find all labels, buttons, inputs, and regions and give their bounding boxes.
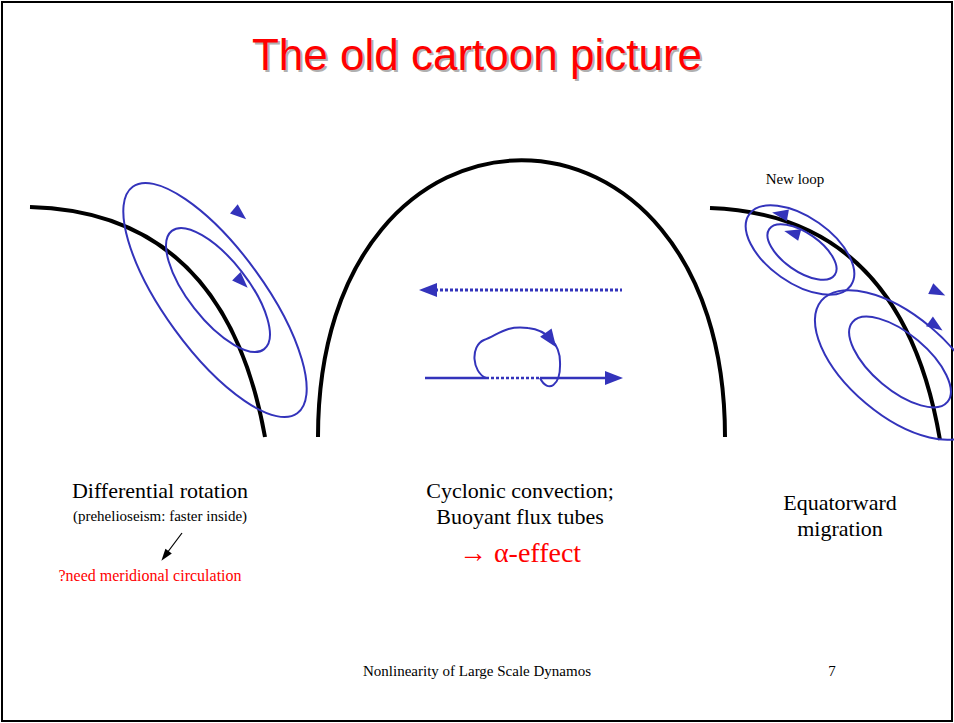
footer-text: Nonlinearity of Large Scale Dynamos xyxy=(363,662,591,680)
field-loop xyxy=(835,301,954,424)
new-field-loop xyxy=(758,213,845,290)
page-number: 7 xyxy=(828,662,836,680)
caption-note: (prehelioseism: faster inside) xyxy=(73,507,247,525)
slide-title: The old cartoon picture xyxy=(252,30,702,80)
arrowhead xyxy=(605,371,623,385)
loop-label: New loop xyxy=(766,170,825,188)
arrowhead xyxy=(419,283,437,297)
effect-label: → α-effect xyxy=(459,536,581,570)
sun-surface-arc xyxy=(30,207,265,437)
panel-caption: Cyclonic convection; Buoyant flux tubes xyxy=(408,478,633,531)
pointer-line xyxy=(167,533,182,553)
new-field-loop xyxy=(730,187,869,312)
sun-surface-arc xyxy=(710,208,940,440)
arrowhead xyxy=(783,225,802,241)
arrowhead xyxy=(926,316,946,335)
arrowhead xyxy=(928,283,948,301)
field-line xyxy=(425,377,486,380)
arrowhead xyxy=(230,204,250,223)
field-loop xyxy=(789,262,954,467)
panel-caption: Differential rotation xyxy=(72,478,248,504)
field-line xyxy=(540,377,612,380)
arrowhead xyxy=(158,549,172,563)
field-loop xyxy=(92,157,337,442)
arrowhead xyxy=(232,272,252,292)
dashed-field-line xyxy=(486,377,540,380)
sun-surface-arc xyxy=(318,160,725,437)
arrowhead xyxy=(540,329,562,352)
question-note: ?need meridional circulation xyxy=(58,566,241,585)
panel-caption: Equatorward migration xyxy=(765,490,915,543)
dashed-field-line xyxy=(435,289,622,292)
field-loop xyxy=(148,212,288,367)
arrowhead xyxy=(771,207,789,222)
